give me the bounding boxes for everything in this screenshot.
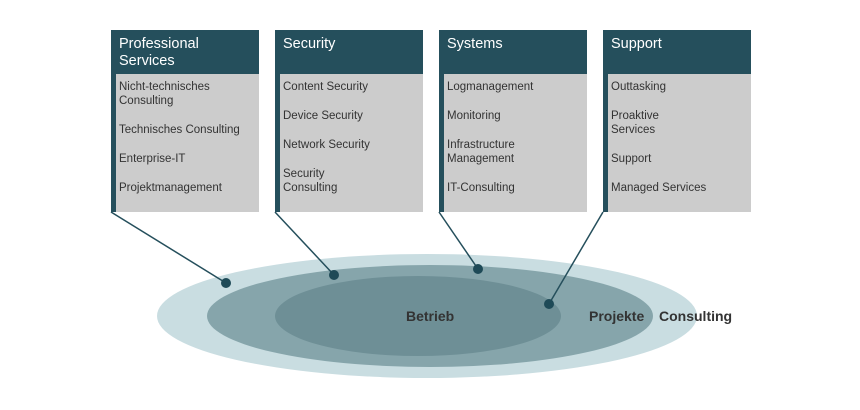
list-item: Proaktive Services [611,110,659,136]
list-item: Device Security [283,110,363,122]
ring-label-consulting: Consulting [659,308,732,324]
card-body: Nicht-technisches Consulting Technisches… [111,74,259,212]
list-item: Managed Services [611,182,707,194]
card-systems: Systems Logmanagement Monitoring Infrast… [439,30,587,212]
ring-label-betrieb: Betrieb [406,308,454,324]
card-professional-services: Professional Services Nicht-technisches … [111,30,259,212]
connector-line-support [548,211,604,305]
connector-dot-professional-services [221,278,231,288]
list-item: Support [611,153,652,165]
card-title: Security [275,30,423,74]
list-item: IT-Consulting [447,182,515,194]
list-item: Network Security [283,139,370,151]
card-security: Security Content Security Device Securit… [275,30,423,212]
connector-line-systems [438,211,479,270]
inner-ring-betrieb [275,276,561,356]
list-item: Outtasking [611,81,666,93]
list-item: Content Security [283,81,369,93]
list-item: Enterprise-IT [119,153,186,165]
list-item: Projektmanagement [119,182,222,194]
card-title: Professional Services [111,30,259,74]
list-item: Nicht-technisches Consulting [119,81,210,107]
ring-label-projekte: Projekte [589,308,644,324]
card-body: Content Security Device Security Network… [275,74,423,212]
list-item: Technisches Consulting [119,124,240,136]
list-item: Monitoring [447,110,501,122]
connector-dot-security [329,270,339,280]
card-body: Outtasking Proaktive Services Support Ma… [603,74,751,212]
list-item: Security Consulting [283,168,338,194]
list-item: Logmanagement [447,81,534,93]
connector-line-professional-services [110,211,227,284]
list-item: Infrastructure Management [447,139,515,165]
card-title: Support [603,30,751,74]
card-support: Support Outtasking Proaktive Services Su… [603,30,751,212]
card-title: Systems [439,30,587,74]
connector-dot-systems [473,264,483,274]
card-body: Logmanagement Monitoring Infrastructure … [439,74,587,212]
connector-line-security [274,211,335,276]
connector-dot-support [544,299,554,309]
